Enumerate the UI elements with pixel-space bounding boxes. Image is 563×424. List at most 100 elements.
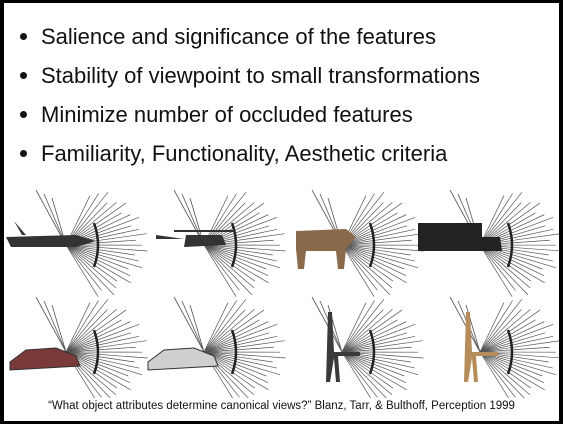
viewpoint-ray: [65, 244, 143, 269]
viewpoint-ray: [203, 309, 246, 353]
viewpoint-ray: [65, 332, 132, 353]
viewpoint-ray: [479, 351, 516, 398]
helicopter-object: [156, 230, 234, 247]
figure-cell-truck: [418, 189, 559, 297]
viewpoint-ray: [479, 351, 532, 389]
bullet-list: Salience and significance of the feature…: [16, 17, 480, 173]
fan-arc: [230, 329, 238, 375]
viewpoint-ray: [65, 351, 148, 359]
viewpoint-ray: [479, 195, 505, 246]
viewpoint-ray: [341, 321, 407, 353]
viewpoint-ray: [341, 244, 407, 284]
bullet-item: Salience and significance of the feature…: [16, 17, 480, 56]
viewpoint-ray: [479, 332, 546, 353]
fan-arc: [368, 222, 376, 268]
chair-object: [326, 312, 360, 382]
viewpoint-ray: [203, 321, 269, 353]
viewpoint-figure: [6, 189, 559, 398]
viewpoint-ray: [203, 244, 256, 282]
bullet-item: Minimize number of occluded features: [16, 95, 480, 134]
viewpoint-ray: [479, 244, 532, 282]
fan-arc: [92, 329, 100, 375]
viewpoint-ray: [479, 244, 545, 284]
viewpoint-ray: [341, 244, 424, 252]
viewpoint-ray: [479, 298, 523, 353]
bullet-text: Stability of viewpoint to small transfor…: [41, 62, 480, 88]
viewpoint-ray: [341, 239, 412, 246]
viewpoint-ray: [341, 351, 372, 398]
viewpoint-ray: [341, 228, 416, 246]
viewpoint-ray: [51, 304, 67, 353]
viewpoint-ray: [203, 335, 278, 353]
viewpoint-ray: [65, 244, 131, 284]
viewpoint-ray: [341, 309, 384, 353]
viewpoint-ray: [203, 244, 277, 262]
figure-cell-cow: [296, 189, 424, 297]
viewpoint-ray: [65, 244, 118, 282]
viewpoint-ray: [479, 309, 522, 353]
viewpoint-ray: [203, 351, 281, 376]
viewpoint-ray: [341, 340, 423, 353]
fan-arc: [506, 222, 514, 268]
viewpoint-ray: [203, 244, 281, 269]
cow-object: [296, 229, 356, 269]
car-object: [147, 347, 219, 371]
viewpoint-ray: [341, 233, 423, 246]
bullet-dot: [20, 111, 27, 118]
viewpoint-ray: [341, 335, 416, 353]
car-object: [9, 347, 81, 371]
bullet-dot: [20, 150, 27, 157]
figure-cell-airplane: [6, 189, 148, 297]
viewpoint-ray: [341, 319, 398, 353]
viewpoint-ray: [203, 300, 237, 353]
viewpoint-ray: [203, 351, 277, 369]
bullet-text: Familiarity, Functionality, Aesthetic cr…: [41, 140, 448, 166]
viewpoint-ray: [203, 244, 269, 284]
viewpoint-ray: [479, 309, 541, 353]
figure-cell-car: [147, 296, 286, 398]
viewpoint-ray: [341, 300, 375, 353]
viewpoint-ray: [341, 244, 415, 262]
viewpoint-ray: [341, 302, 367, 353]
viewpoint-ray: [65, 302, 91, 353]
viewpoint-ray: [203, 244, 269, 277]
fan-arc: [92, 222, 100, 268]
viewpoint-ray: [479, 351, 531, 396]
viewpoint-ray: [341, 309, 393, 353]
fan-arc: [230, 222, 238, 268]
figure-cell-car: [9, 296, 148, 398]
viewpoint-ray: [181, 300, 205, 353]
viewpoint-ray: [65, 298, 109, 353]
viewpoint-ray: [341, 332, 408, 353]
viewpoint-ray: [341, 225, 408, 246]
viewpoint-ray: [479, 300, 513, 353]
viewpoint-ray: [65, 244, 117, 289]
viewpoint-ray: [65, 244, 131, 277]
viewpoint-ray: [479, 244, 529, 296]
viewpoint-ray: [341, 244, 407, 277]
viewpoint-ray: [65, 300, 99, 353]
viewpoint-ray: [65, 244, 99, 297]
bullet-dot: [20, 33, 27, 40]
viewpoint-ray: [341, 244, 375, 297]
viewpoint-ray: [341, 244, 411, 256]
viewpoint-ray: [203, 351, 286, 359]
bullet-text: Salience and significance of the feature…: [41, 23, 437, 49]
viewpoint-ray: [479, 323, 554, 353]
bullet-text: Minimize number of occluded features: [41, 101, 413, 127]
viewpoint-ray: [203, 244, 240, 291]
bullet-item: Familiarity, Functionality, Aesthetic cr…: [16, 134, 480, 173]
viewpoint-ray: [341, 323, 416, 353]
viewpoint-ray: [203, 319, 260, 353]
viewpoint-ray: [203, 244, 286, 252]
viewpoint-ray: [479, 191, 523, 246]
viewpoint-ray: [203, 323, 278, 353]
figure-cell-helicopter: [156, 189, 286, 297]
viewpoint-ray: [203, 244, 273, 256]
viewpoint-ray: [203, 340, 285, 353]
slide: Salience and significance of the feature…: [4, 3, 559, 421]
viewpoint-ray: [341, 351, 378, 398]
viewpoint-ray: [203, 302, 229, 353]
viewpoint-ray: [65, 351, 139, 369]
fan-arc: [368, 329, 376, 375]
